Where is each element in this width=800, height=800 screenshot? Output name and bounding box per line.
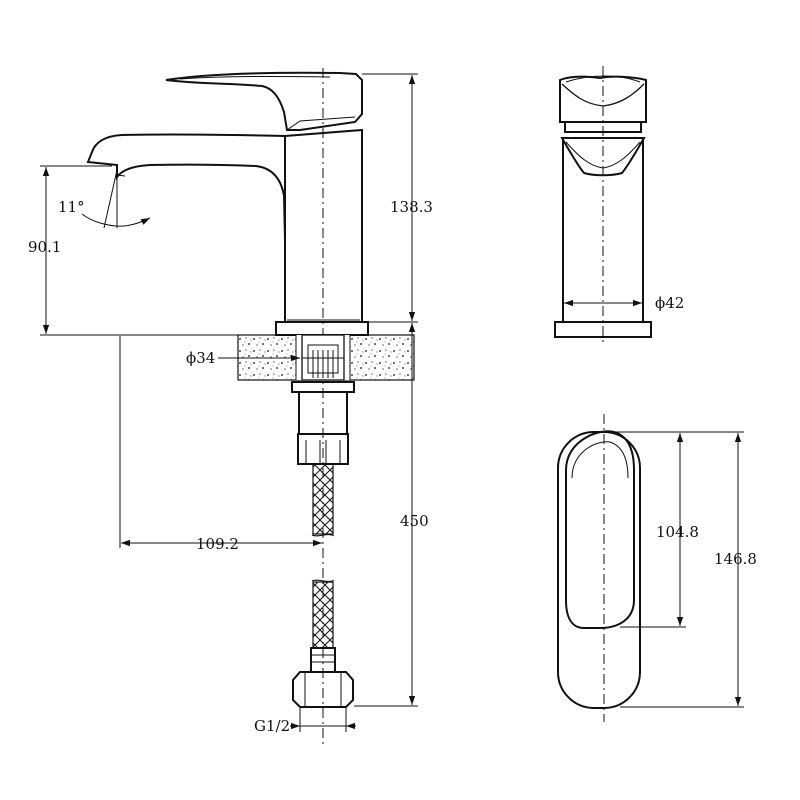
body-diameter-label: ϕ42 xyxy=(655,294,684,312)
spout xyxy=(86,133,286,241)
base-diameter-label: ϕ34 xyxy=(186,349,215,367)
overall-length-label: 146.8 xyxy=(714,550,757,568)
handle-top-edge xyxy=(179,75,331,80)
reach-label: 109.2 xyxy=(196,535,239,553)
braided-hose-upper xyxy=(312,463,334,535)
handle-length-label: 104.8 xyxy=(656,523,699,541)
side-collar xyxy=(564,121,642,133)
body-height-label: 138.3 xyxy=(390,198,433,216)
top-view: 104.8 146.8 xyxy=(557,414,757,722)
top-handle-outline xyxy=(565,430,635,629)
front-view: 11° 90.1 138.3 450 ϕ34 109.2 G1/2 xyxy=(28,68,433,748)
side-spout-face xyxy=(560,137,646,177)
side-view: ϕ42 xyxy=(554,66,684,344)
angle-label: 11° xyxy=(58,198,85,216)
side-base xyxy=(554,321,652,338)
handle-neck xyxy=(286,116,356,131)
thread-label: G1/2 xyxy=(254,717,290,735)
spout-height-label: 90.1 xyxy=(28,238,61,256)
braided-hose-lower xyxy=(312,581,334,649)
base-flange xyxy=(275,321,369,336)
handle-lever xyxy=(165,71,363,131)
side-handle xyxy=(559,75,647,123)
hose-length-label: 450 xyxy=(400,512,429,530)
hex-nut xyxy=(292,671,354,708)
